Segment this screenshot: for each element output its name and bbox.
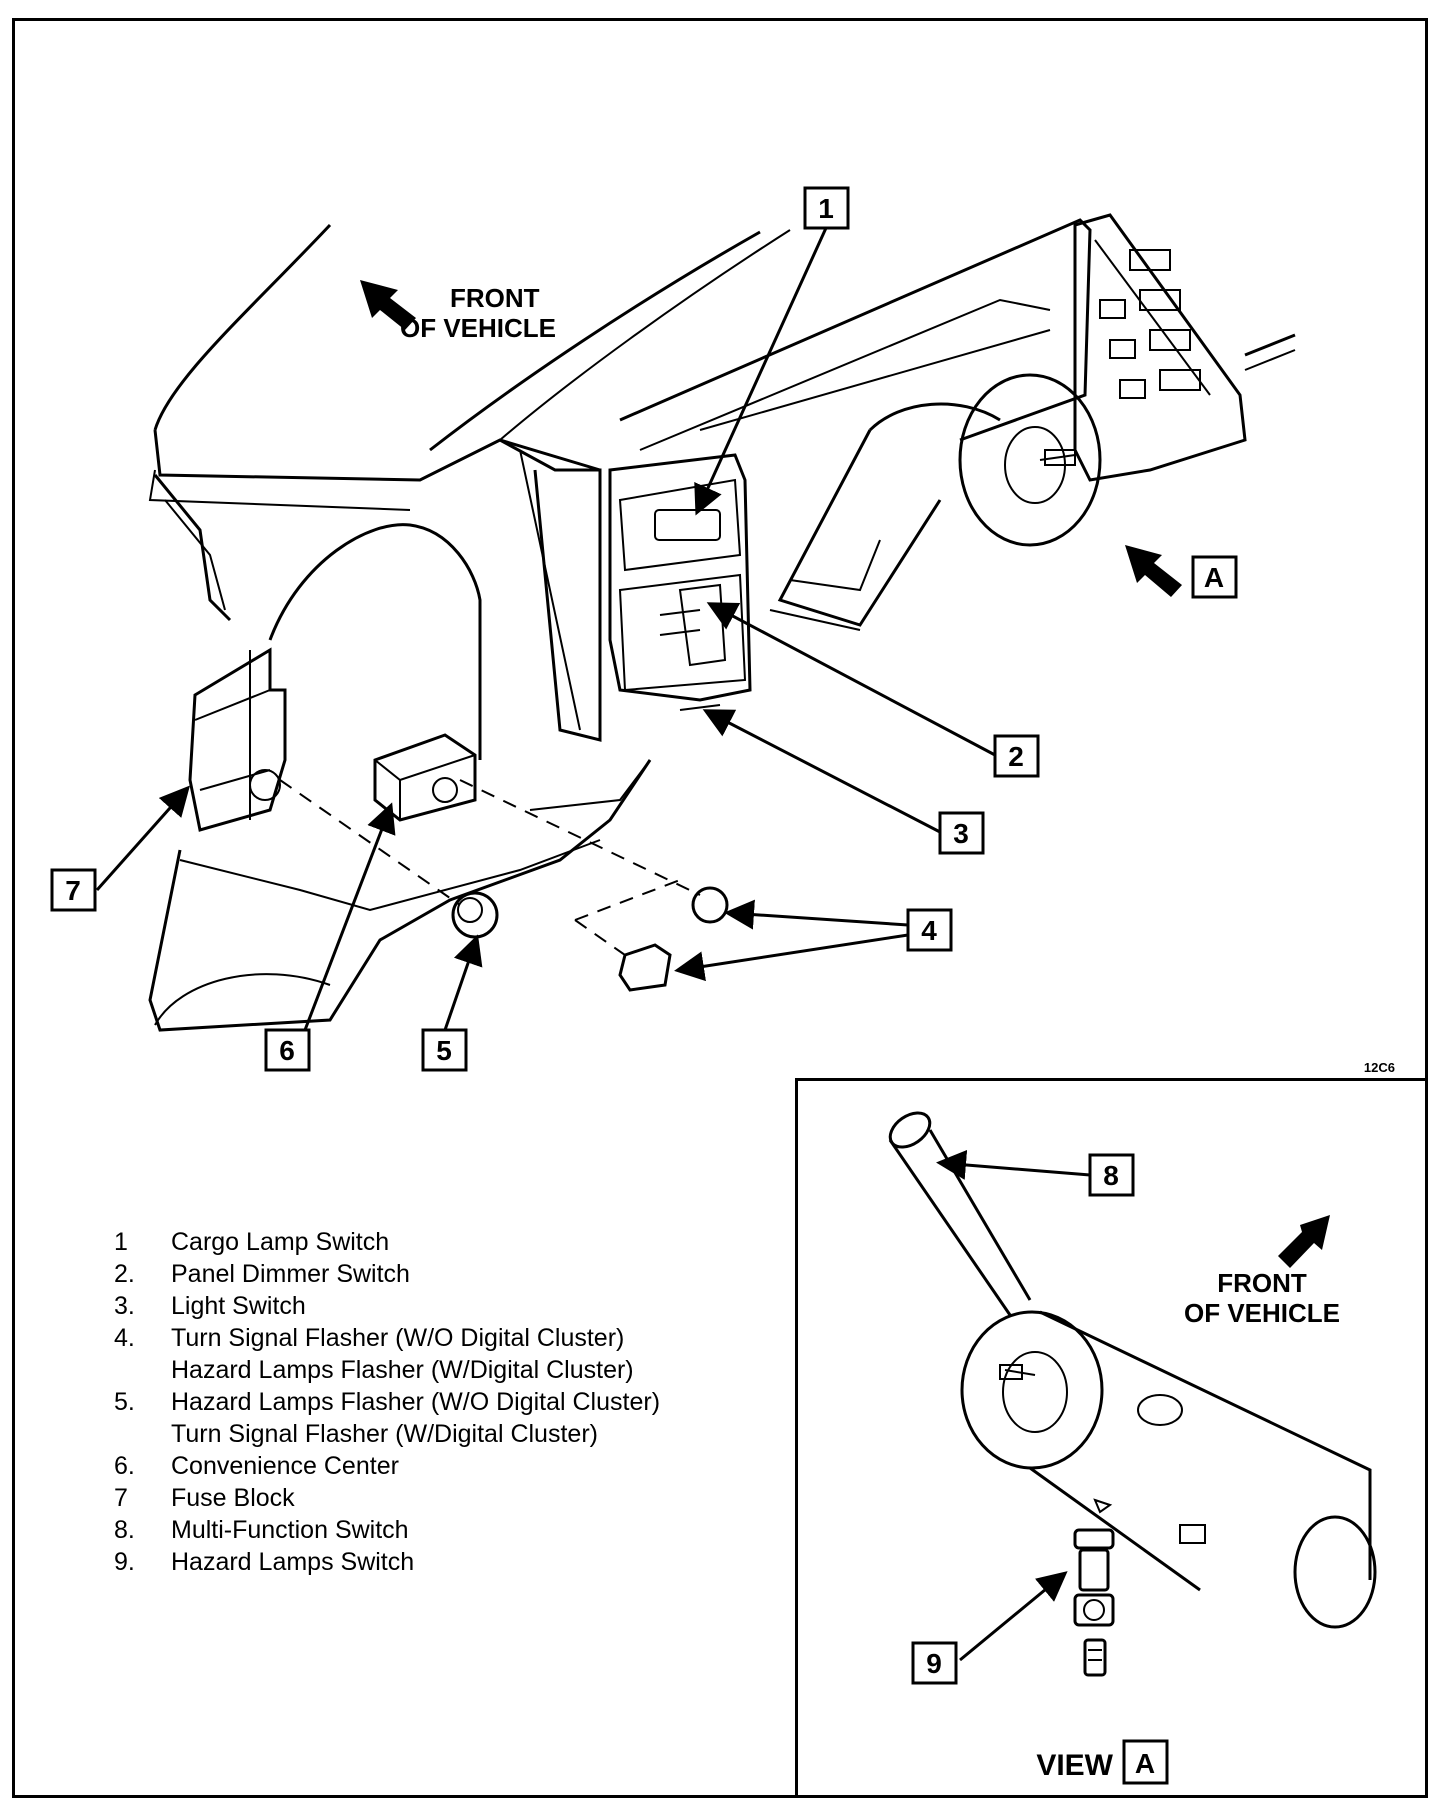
legend-item-number: 8. — [114, 1516, 135, 1544]
view-a-caption-box — [1122, 1739, 1169, 1785]
callout-4: 4 — [906, 908, 953, 952]
legend-item-text: Cargo Lamp Switch — [171, 1228, 390, 1256]
legend-item-text: Convenience Center — [171, 1452, 399, 1480]
svg-text:1: 1 — [818, 193, 834, 224]
legend-item: 3. Light Switch — [114, 1290, 754, 1322]
legend-item-number: 7 — [114, 1484, 128, 1512]
legend-item: 8. Multi-Function Switch — [114, 1514, 754, 1546]
legend-item-number: 1 — [114, 1228, 128, 1256]
callout-3-pointer — [702, 709, 941, 834]
callout-7: 7 — [50, 868, 97, 912]
callout-2: 2 — [993, 734, 1040, 778]
callout-4-pointer-a — [724, 899, 909, 930]
callout-6: 6 — [264, 1028, 311, 1072]
legend-item-text: Panel Dimmer Switch — [171, 1260, 410, 1288]
view-a-inset-frame — [795, 1078, 1428, 1798]
callout-1-pointer — [694, 227, 828, 516]
svg-text:4: 4 — [921, 915, 937, 946]
svg-text:2: 2 — [1008, 741, 1024, 772]
legend-item: 7 Fuse Block — [114, 1482, 754, 1514]
callout-1: 1 — [803, 186, 850, 230]
callout-9-pointer — [959, 1571, 1068, 1662]
legend-item-text: Multi-Function Switch — [171, 1516, 409, 1544]
figure-code: 12C6 — [1364, 1060, 1395, 1075]
legend-item-number: 4. — [114, 1324, 135, 1352]
callout-6-pointer — [303, 802, 396, 1031]
callout-5: 5 — [421, 1028, 468, 1072]
dashboard-drawing — [148, 213, 1296, 1032]
legend-item-text: Light Switch — [171, 1292, 306, 1320]
inset-front-direction-arrow-icon — [1278, 1215, 1330, 1268]
svg-text:8: 8 — [1103, 1160, 1119, 1191]
callout-4-pointer-b — [674, 933, 909, 982]
legend-item-number: 2. — [114, 1260, 135, 1288]
diagram-frame — [12, 18, 1428, 1798]
legend-item-number: 5. — [114, 1388, 135, 1416]
svg-text:6: 6 — [279, 1035, 295, 1066]
view-a-caption: VIEW — [1036, 1749, 1113, 1782]
callout-7-pointer — [95, 785, 190, 891]
front-direction-arrow-icon — [360, 280, 416, 330]
svg-text:5: 5 — [436, 1035, 452, 1066]
front-label-line2: OF VEHICLE — [400, 313, 556, 343]
callout-3: 3 — [938, 811, 985, 855]
legend-item-number: 9. — [114, 1548, 135, 1576]
svg-text:7: 7 — [65, 875, 81, 906]
legend-item-number: 6. — [114, 1452, 135, 1480]
callout-9: 9 — [911, 1641, 958, 1685]
inset-front-label-line2: OF VEHICLE — [1184, 1298, 1340, 1328]
legend-item-text: Fuse Block — [171, 1484, 295, 1512]
view-a-marker-box — [1191, 555, 1238, 599]
legend-item: 6. Convenience Center — [114, 1450, 754, 1482]
legend-item: 4. Turn Signal Flasher (W/O Digital Clust… — [114, 1322, 754, 1354]
callout-5-pointer — [443, 934, 483, 1031]
legend-item-text: Hazard Lamps Flasher (W/O Digital Cluste… — [171, 1388, 661, 1416]
view-a-marker-letter: A — [1204, 562, 1224, 593]
inset-front-label-line1: FRONT — [1217, 1268, 1307, 1298]
view-a-direction-arrow-icon — [1125, 545, 1182, 597]
legend-item-text: Hazard Lamps Switch — [171, 1548, 415, 1576]
callout-2-pointer — [706, 602, 996, 757]
legend-item: 1 Cargo Lamp Switch — [114, 1226, 754, 1258]
callout-8: 8 — [1088, 1153, 1135, 1197]
legend-item: 9. Hazard Lamps Switch — [114, 1546, 754, 1578]
callout-8-pointer — [936, 1149, 1091, 1180]
svg-text:9: 9 — [926, 1648, 942, 1679]
legend-item-text: Turn Signal Flasher (W/O Digital Cluster… — [171, 1324, 625, 1352]
front-label-line1: FRONT — [450, 283, 540, 313]
view-a-caption-letter: A — [1135, 1748, 1155, 1779]
legend-item-continuation: Hazard Lamps Flasher (W/Digital Cluster) — [171, 1356, 634, 1384]
legend-item: 5. Hazard Lamps Flasher (W/O Digital Clus… — [114, 1386, 754, 1418]
legend-item-continuation: Turn Signal Flasher (W/Digital Cluster) — [171, 1420, 598, 1448]
legend-item-number: 3. — [114, 1292, 135, 1320]
multifunction-switch-drawing — [888, 1111, 1377, 1677]
svg-text:3: 3 — [953, 818, 969, 849]
legend-item: 2. Panel Dimmer Switch — [114, 1258, 754, 1290]
